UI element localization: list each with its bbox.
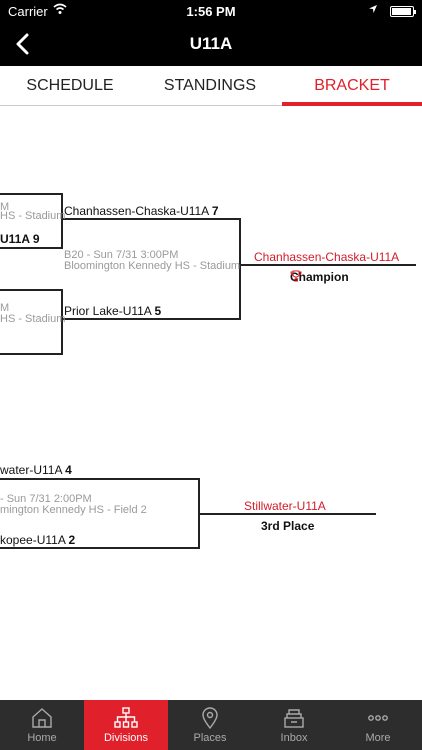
third-top-team-score: 4 — [65, 463, 72, 477]
bottom-tab-bar: Home Divisions Places Inbox More — [0, 700, 422, 750]
tabbar-places-label: Places — [193, 732, 227, 744]
tabbar-divisions[interactable]: Divisions — [84, 700, 168, 750]
champion-team[interactable]: Chanhassen-Chaska-U11A — [254, 250, 400, 264]
semi-bottom-venue: HS - Stadium — [0, 313, 66, 325]
tabbar-more-label: More — [365, 732, 391, 744]
tabbar-more[interactable]: More — [336, 700, 420, 750]
champion-label: Champion — [290, 270, 355, 284]
nav-bar: U11A — [0, 22, 422, 66]
bracket-lines — [0, 193, 416, 549]
third-top-team[interactable]: water-U11A 4 — [0, 463, 72, 477]
inbox-icon — [284, 709, 304, 728]
third-bottom-team-score: 2 — [68, 533, 76, 547]
carrier-label: Carrier — [8, 4, 48, 19]
third-game: - Sun 7/31 2:00PM — [0, 493, 92, 505]
final-top-team[interactable]: Chanhassen-Chaska-U11A 7 — [64, 204, 219, 218]
third-bottom-team-name: kopee-U11A — [0, 533, 66, 547]
third-top-team-name: water-U11A — [0, 463, 62, 477]
back-arrow-icon[interactable] — [10, 30, 40, 58]
third-venue: mington Kennedy HS - Field 2 — [0, 504, 147, 516]
status-time: 1:56 PM — [186, 4, 236, 19]
tabbar-inbox[interactable]: Inbox — [252, 700, 336, 750]
tabbar-inbox-label: Inbox — [280, 732, 308, 744]
final-bottom-team-score: 5 — [154, 304, 162, 318]
bracket-view[interactable]: M HS - Stadium U11A 9 M HS - Stadium Cha… — [0, 106, 422, 700]
third-bottom-team[interactable]: kopee-U11A 2 — [0, 533, 75, 547]
final-top-team-score: 7 — [211, 204, 219, 218]
more-icon — [368, 715, 388, 721]
final-game: B20 - Sun 7/31 3:00PM — [64, 249, 179, 261]
divisions-icon — [114, 707, 138, 728]
tabbar-home[interactable]: Home — [0, 700, 84, 750]
final-bottom-team[interactable]: Prior Lake-U11A 5 — [64, 304, 161, 318]
third-place-label: 3rd Place — [261, 519, 315, 533]
page-title: U11A — [189, 34, 233, 53]
tab-bracket[interactable]: BRACKET — [314, 77, 390, 94]
status-bar: Carrier 1:56 PM — [0, 0, 422, 22]
final-bottom-team-name: Prior Lake-U11A — [64, 304, 152, 318]
third-place-team[interactable]: Stillwater-U11A — [244, 499, 326, 513]
segment-tabs: SCHEDULE STANDINGS BRACKET — [0, 66, 422, 106]
battery-icon — [390, 6, 416, 17]
tab-schedule[interactable]: SCHEDULE — [26, 77, 114, 94]
semi-bottom-time: M — [0, 302, 10, 314]
champion-label-text: Champion — [290, 270, 349, 284]
home-icon — [32, 708, 52, 728]
semi-top-venue: HS - Stadium — [0, 210, 66, 222]
semi-top-team: U11A 9 — [0, 232, 40, 246]
location-arrow-icon — [368, 4, 378, 17]
final-top-team-name: Chanhassen-Chaska-U11A — [64, 204, 209, 218]
tabbar-divisions-label: Divisions — [103, 732, 148, 744]
tabbar-places[interactable]: Places — [168, 700, 252, 750]
semi-top-time: M — [0, 201, 10, 213]
active-tab-indicator — [282, 102, 422, 106]
tabbar-home-label: Home — [27, 732, 57, 744]
final-venue: Bloomington Kennedy HS - Stadium — [64, 260, 241, 272]
tab-standings[interactable]: STANDINGS — [163, 77, 257, 94]
location-pin-icon — [202, 707, 218, 730]
wifi-icon — [53, 2, 67, 19]
